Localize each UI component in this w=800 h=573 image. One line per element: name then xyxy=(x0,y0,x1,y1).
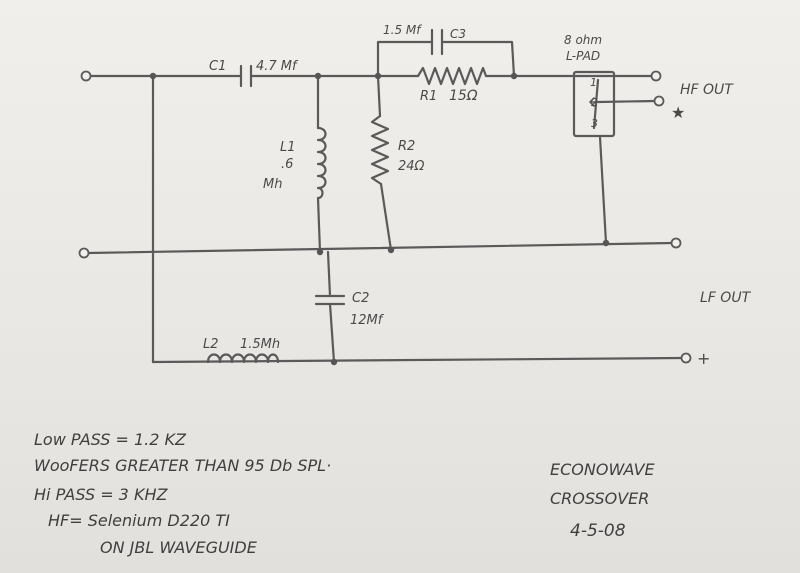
c1-label: C1 xyxy=(209,59,226,74)
hf-plus-mark: ★ xyxy=(671,103,685,122)
r1-value: 15Ω xyxy=(449,88,478,104)
lpad-pin-2: 2 xyxy=(591,96,598,109)
title-date: 4-5-08 xyxy=(570,521,626,541)
l1-label: L1 xyxy=(280,140,296,155)
lpad-right-wire xyxy=(596,99,657,104)
c3-label: C3 xyxy=(450,27,466,41)
inductor-l1 xyxy=(316,126,327,200)
junction-dot xyxy=(602,239,610,247)
r2-value: 24Ω xyxy=(398,159,425,174)
c3-value: 1.5 Mf xyxy=(383,23,422,37)
lpad-wiper-arrow xyxy=(589,97,601,107)
lpad-inner-line xyxy=(592,78,600,130)
capacitor-c1 xyxy=(239,64,253,88)
hf-out-terminal-plus xyxy=(653,95,665,107)
lf-plus-terminal xyxy=(680,352,692,364)
title-line-2: CROSSOVER xyxy=(550,489,649,508)
lf-plus-mark: + xyxy=(697,349,710,368)
woofers-note: WooFERS GREATER THAN 95 Db SPL· xyxy=(34,456,331,475)
l2-value: 1.5Mh xyxy=(240,337,280,352)
hf-driver-note: HF= Selenium D220 TI xyxy=(48,511,230,530)
bottom-wire xyxy=(151,356,684,364)
inductor-l2 xyxy=(206,353,280,364)
junction-dot xyxy=(316,248,324,256)
junction-dot xyxy=(387,246,395,254)
input-top-terminal xyxy=(80,70,92,82)
waveguide-note: ON JBL WAVEGUIDE xyxy=(100,538,258,557)
lpad-label: L-PAD xyxy=(566,49,600,63)
c2-value: 12Mf xyxy=(350,313,385,328)
r1-label: R1 xyxy=(420,89,437,104)
hf-out-terminal-top xyxy=(650,70,662,82)
input-bottom-terminal xyxy=(78,247,90,259)
ground-wire xyxy=(86,241,674,255)
junction-dot xyxy=(374,72,382,80)
l2-label: L2 xyxy=(203,337,219,352)
c3-bypass-wire xyxy=(376,40,434,78)
r2-label: R2 xyxy=(398,139,415,154)
c2-lead-bottom xyxy=(328,302,336,364)
c3-bypass-wire-right xyxy=(440,40,516,78)
l1-value: .6 xyxy=(281,157,293,172)
resistor-r2 xyxy=(370,114,390,186)
title-line-1: ECONOWAVE xyxy=(550,460,656,479)
junction-dot xyxy=(314,72,322,80)
hf-out-label: HF OUT xyxy=(680,82,734,98)
lpad-value: 8 ohm xyxy=(564,33,602,47)
capacitor-c2 xyxy=(314,294,346,306)
lf-out-label: LF OUT xyxy=(700,290,752,306)
lpad-pin-3: 3 xyxy=(591,117,598,130)
low-pass-note: Low PASS = 1.2 KZ xyxy=(34,430,187,449)
lpad-box xyxy=(572,70,616,138)
lf-minus-terminal xyxy=(670,237,682,249)
hi-pass-note: Hi PASS = 3 KHZ xyxy=(34,485,168,504)
capacitor-c3 xyxy=(430,28,444,56)
lpad-pin-1: 1 xyxy=(590,76,597,89)
r2-lead-bottom xyxy=(379,182,393,252)
l1-lead-bottom xyxy=(316,196,322,254)
c1-value: 4.7 Mf xyxy=(256,59,299,74)
junction-dot xyxy=(149,72,157,80)
c2-lead-top xyxy=(326,250,332,298)
lpad-down-wire xyxy=(598,135,608,245)
c2-label: C2 xyxy=(352,291,369,306)
r2-lead-top xyxy=(376,74,382,118)
l1-unit: Mh xyxy=(263,177,282,192)
junction-dot xyxy=(510,72,518,80)
resistor-r1 xyxy=(416,66,488,86)
junction-dot xyxy=(330,358,338,366)
